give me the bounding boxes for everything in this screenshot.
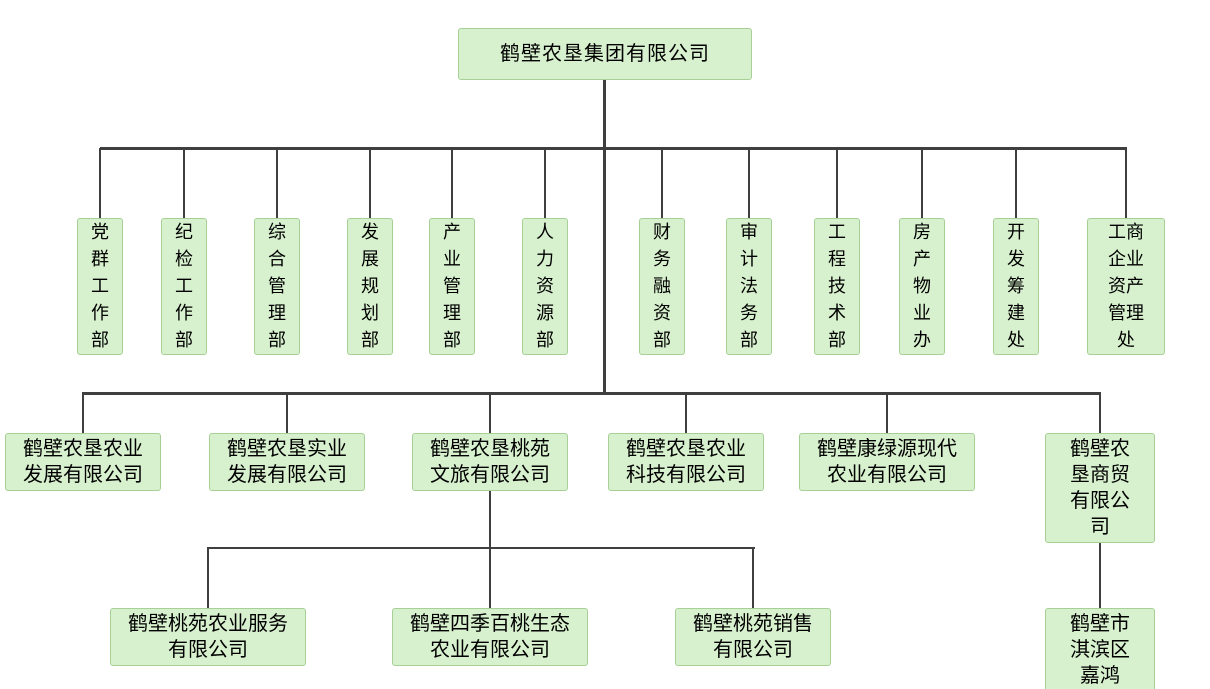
dept-node-fazhan: 发 展 规 划 部 [347, 218, 393, 355]
connector-stub-dept [183, 148, 185, 218]
connector-shangmao-drop [1099, 491, 1101, 608]
connector-stub-company [685, 393, 687, 433]
org-node-root: 鹤壁农垦集团有限公司 [458, 28, 752, 80]
connector-stub-dept [276, 148, 278, 218]
dept-node-chanye: 产 业 管 理 部 [429, 218, 475, 355]
company-node-nongye-keji: 鹤壁农垦农业 科技有限公司 [608, 433, 764, 491]
connector-stub-company [82, 393, 84, 433]
dept-node-fangchan: 房 产 物 业 办 [899, 218, 945, 355]
company-node-shangmao: 鹤壁农垦商贸 有限公司 [1045, 433, 1155, 543]
connector-stub-company [286, 393, 288, 433]
subsidiary-node-jiahong-wuye: 鹤壁市淇滨区嘉鸿 物业服务有限公司 [1045, 608, 1155, 689]
connector-stub-dept [836, 148, 838, 218]
connector-stub-dept [748, 148, 750, 218]
connector-stub-company [1099, 393, 1101, 433]
connector-stub-dept [921, 148, 923, 218]
connector-stub-dept [369, 148, 371, 218]
connector-stub-company [886, 393, 888, 433]
dept-node-renli: 人 力 资 源 部 [522, 218, 568, 355]
dept-node-kaifa: 开 发 筹 建 处 [993, 218, 1039, 355]
dept-node-gongcheng: 工 程 技 术 部 [814, 218, 860, 355]
connector-stub-company [489, 393, 491, 433]
company-node-shiye-fazhan: 鹤壁农垦实业 发展有限公司 [209, 433, 365, 491]
dept-node-jijian: 纪 检 工 作 部 [161, 218, 207, 355]
connector-taoyuan-drop [489, 491, 491, 608]
company-node-taoyuan-wenlv: 鹤壁农垦桃苑 文旅有限公司 [412, 433, 568, 491]
connector-bus-departments [100, 147, 1127, 150]
connector-bus-companies [82, 392, 1101, 395]
connector-stub-dept [661, 148, 663, 218]
connector-root-drop [603, 80, 606, 393]
connector-stub-subsidiary [752, 547, 754, 608]
connector-stub-dept [1015, 148, 1017, 218]
subsidiary-node-taoyuan-xiaoshou: 鹤壁桃苑销售 有限公司 [675, 608, 831, 666]
subsidiary-node-taoyuan-fuwu: 鹤壁桃苑农业服务 有限公司 [110, 608, 306, 666]
connector-stub-dept [451, 148, 453, 218]
connector-stub-dept [99, 148, 101, 218]
connector-stub-dept [1125, 148, 1127, 218]
connector-stub-dept [544, 148, 546, 218]
connector-bus-subsidiaries [207, 547, 755, 549]
dept-node-zonghe: 综 合 管 理 部 [254, 218, 300, 355]
subsidiary-node-sijibaitao: 鹤壁四季百桃生态 农业有限公司 [392, 608, 588, 666]
company-node-kanglvyuan: 鹤壁康绿源现代 农业有限公司 [799, 433, 975, 491]
dept-node-shenji: 审 计 法 务 部 [726, 218, 772, 355]
dept-node-gongshang: 工商 企业 资产 管理 处 [1087, 218, 1165, 355]
dept-node-caiwu: 财 务 融 资 部 [639, 218, 685, 355]
company-node-nongye-fazhan: 鹤壁农垦农业 发展有限公司 [5, 433, 161, 491]
connector-stub-subsidiary [207, 547, 209, 608]
dept-node-dangqun: 党 群 工 作 部 [77, 218, 123, 355]
